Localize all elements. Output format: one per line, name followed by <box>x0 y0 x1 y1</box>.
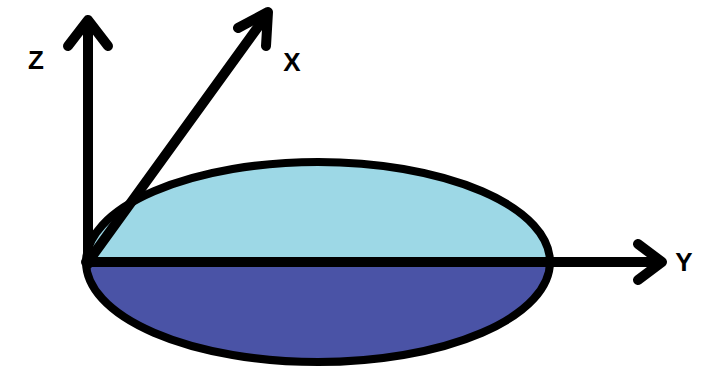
axis-label: Z <box>28 47 44 73</box>
x-axis <box>88 16 266 262</box>
axis-label: Y <box>675 249 692 275</box>
y-arrowhead <box>638 244 662 280</box>
y-axis <box>86 257 660 267</box>
x-arrowhead <box>238 12 268 46</box>
lower-half <box>86 262 550 362</box>
z-axis <box>83 22 93 264</box>
axis-label: X <box>283 49 300 75</box>
z-arrowhead <box>68 20 108 46</box>
